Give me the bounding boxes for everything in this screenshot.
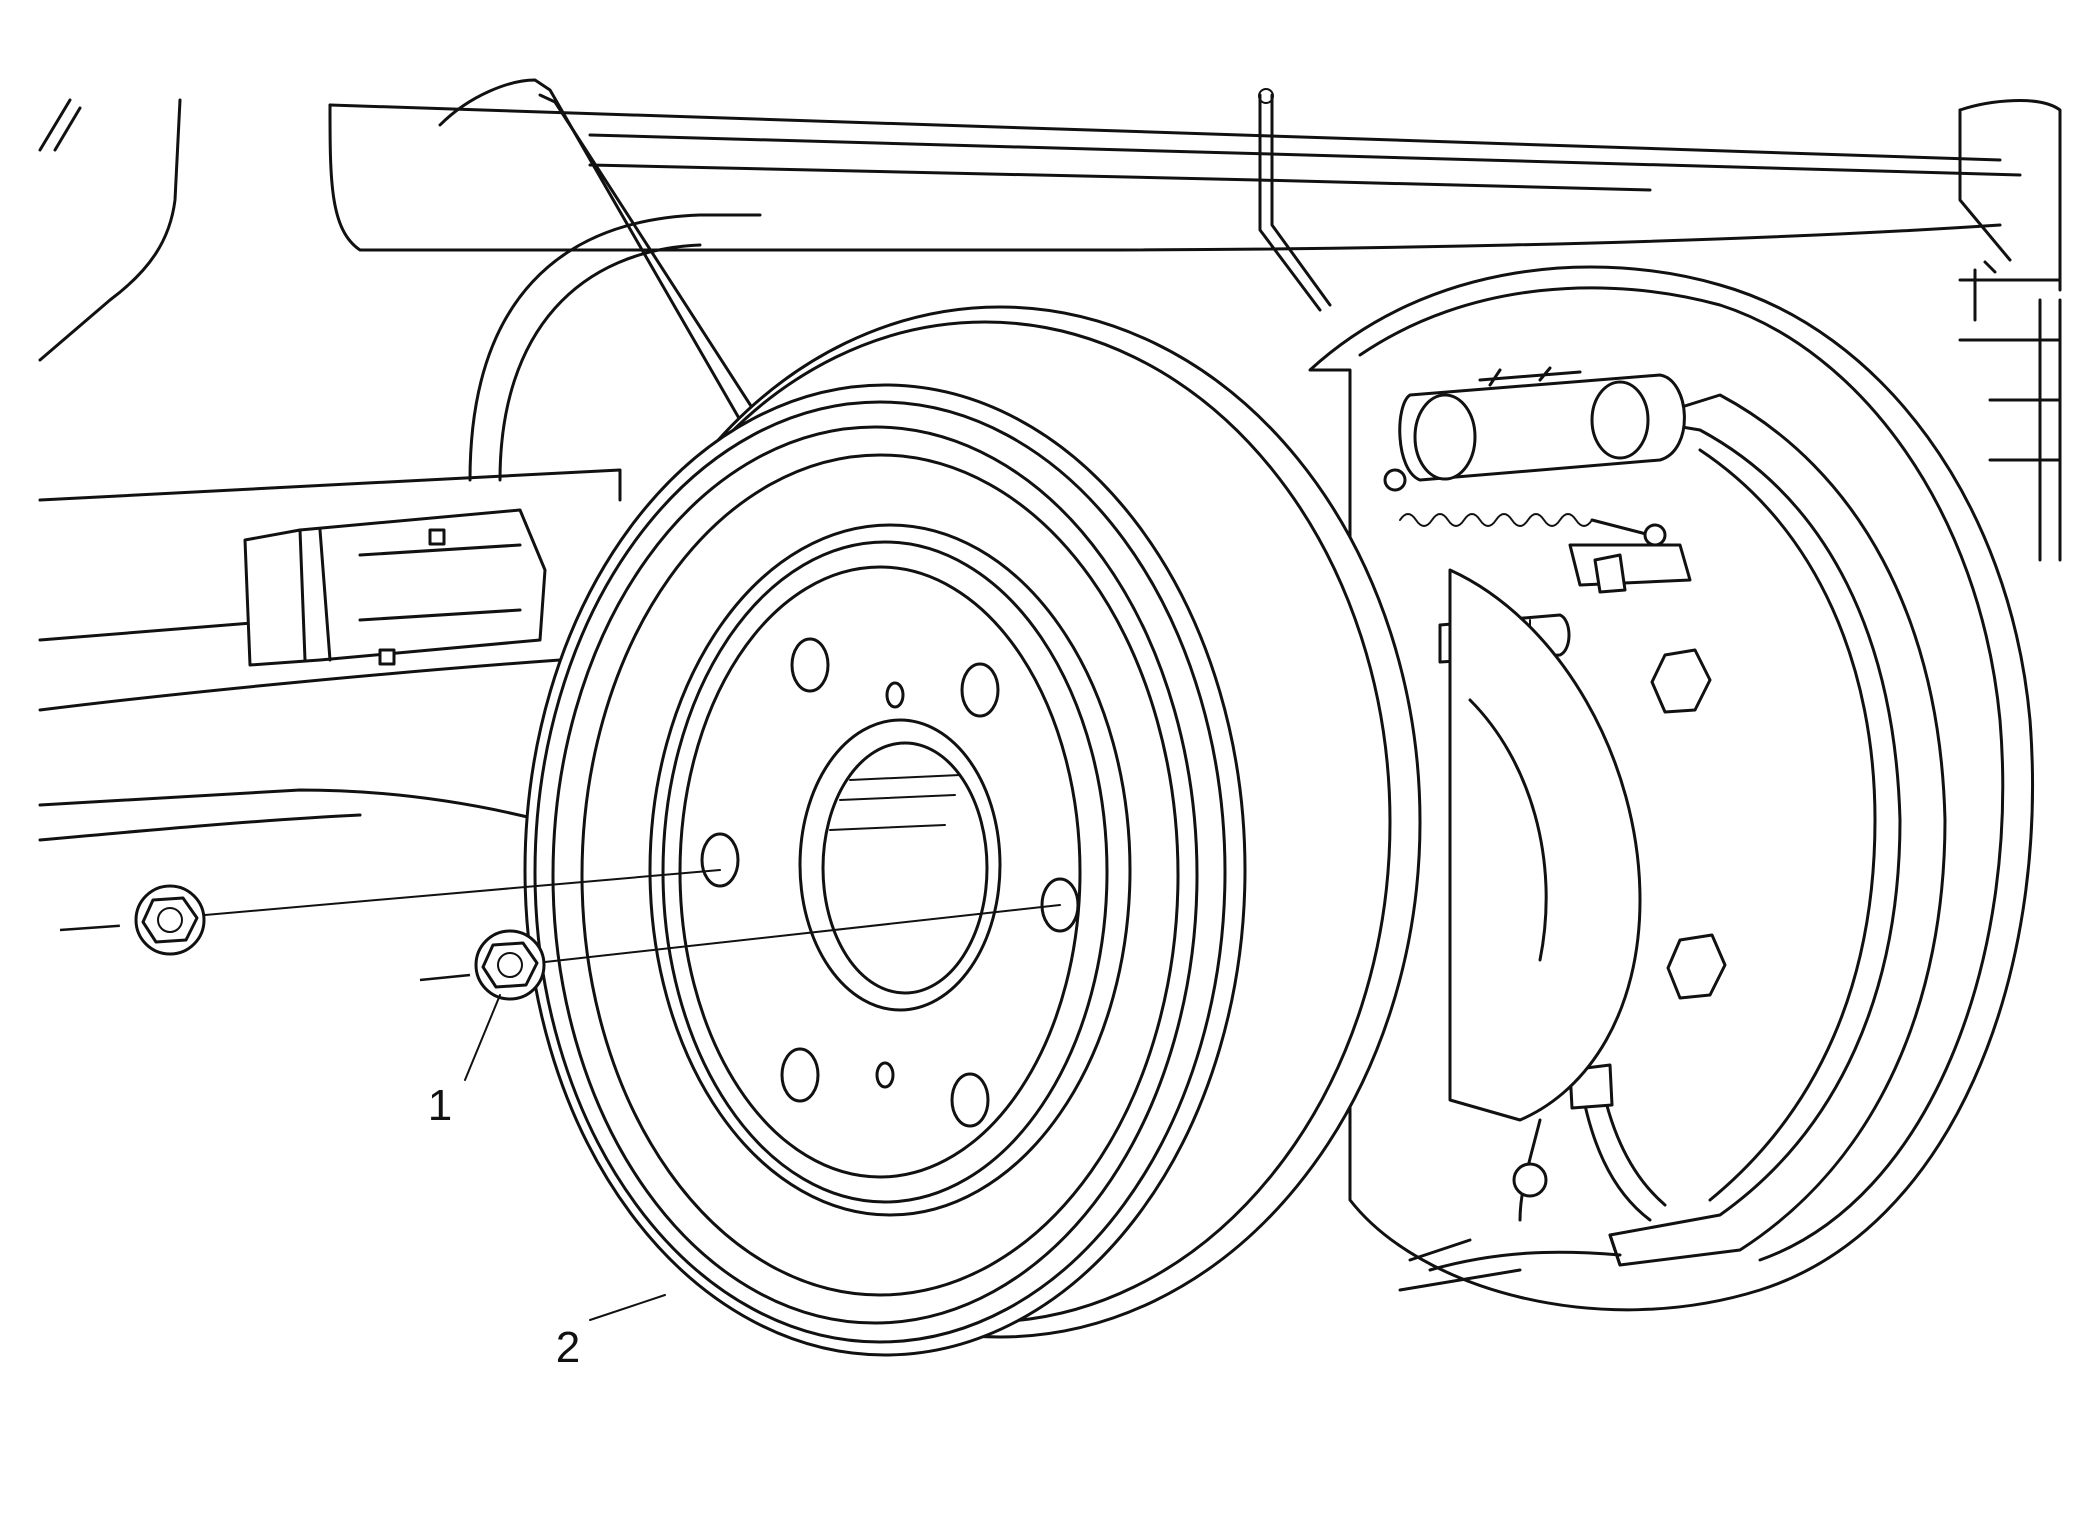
- callout-2: 2: [556, 1294, 666, 1372]
- backing-plate-assembly: [1308, 265, 2034, 1312]
- brake-drum: [523, 305, 1422, 1357]
- callout-1-label: 1: [428, 1081, 452, 1130]
- vehicle-frame-background: [38, 78, 2062, 842]
- drum-retainer-nut-upper: [134, 884, 206, 956]
- alignment-centerlines: [59, 869, 1061, 982]
- callout-2-label: 2: [556, 1323, 580, 1372]
- drum-retainer-nut-lower: [474, 929, 546, 1001]
- callout-1: 1: [428, 994, 501, 1130]
